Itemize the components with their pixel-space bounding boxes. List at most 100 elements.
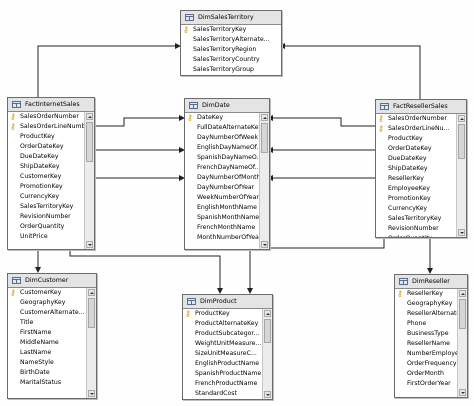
scroll-up-arrow-icon[interactable] [459, 290, 466, 297]
column-row[interactable]: FirstName [8, 328, 87, 338]
column-row[interactable]: PromotionKey [8, 182, 85, 192]
column-row[interactable]: Title [8, 318, 87, 328]
table-fact-reseller-sales[interactable]: FactResellerSales ⚷SalesOrderNumber⚷Sale… [375, 99, 467, 238]
column-row[interactable]: OrderQuantity [376, 234, 457, 237]
column-row[interactable]: FullDateAlternateKey [185, 123, 260, 133]
scroll-thumb[interactable] [459, 299, 466, 329]
column-row[interactable]: DayNumberOfWeek [185, 133, 260, 143]
column-row[interactable]: BusinessType [395, 329, 458, 339]
scrollbar[interactable] [457, 289, 467, 397]
column-row[interactable]: ⚷ResellerKey [395, 289, 458, 299]
column-row[interactable]: SpanishProductName [183, 369, 263, 379]
table-header[interactable]: FactResellerSales [376, 100, 466, 114]
scroll-thumb[interactable] [458, 124, 465, 159]
column-row[interactable]: SizeUnitMeasureC... [183, 349, 263, 359]
scroll-down-arrow-icon[interactable] [458, 229, 465, 236]
table-fact-internet-sales[interactable]: FactInternetSales ⚷SalesOrderNumber⚷Sale… [7, 97, 95, 250]
scroll-up-arrow-icon[interactable] [261, 114, 268, 121]
column-row[interactable]: SpanishDayNameO... [185, 153, 260, 163]
column-row[interactable]: PromotionKey [376, 194, 457, 204]
column-row[interactable]: ShipDateKey [8, 162, 85, 172]
scroll-down-arrow-icon[interactable] [459, 389, 466, 396]
scroll-up-arrow-icon[interactable] [458, 115, 465, 122]
column-row[interactable]: EnglishMonthName [185, 203, 260, 213]
column-row[interactable]: DueDateKey [8, 152, 85, 162]
scroll-thumb[interactable] [264, 319, 271, 343]
column-row[interactable]: LastName [8, 348, 87, 358]
column-row[interactable]: SalesTerritoryRegion [181, 45, 281, 55]
column-row[interactable]: SalesTerritoryKey [376, 214, 457, 224]
table-header[interactable]: DimCustomer [8, 274, 96, 288]
column-row[interactable]: OrderFrequency [395, 359, 458, 369]
column-row[interactable]: SalesTerritoryAlternate... [181, 35, 281, 45]
column-row[interactable]: MaritalStatus [8, 378, 87, 388]
table-header[interactable]: DimReseller [395, 275, 467, 289]
column-row[interactable]: FrenchDayNameOf... [185, 163, 260, 173]
column-row[interactable]: FrenchProductName [183, 379, 263, 389]
column-row[interactable]: ⚷CustomerKey [8, 288, 87, 298]
column-row[interactable]: ShipDateKey [376, 164, 457, 174]
table-header[interactable]: DimSalesTerritory [181, 11, 281, 25]
column-row[interactable]: CurrencyKey [376, 204, 457, 214]
column-row[interactable]: RevisionNumber [376, 224, 457, 234]
column-row[interactable]: EnglishProductName [183, 359, 263, 369]
table-header[interactable]: DimProduct [183, 295, 272, 309]
column-row[interactable]: MonthNumberOfYear [185, 233, 260, 243]
scroll-thumb[interactable] [86, 122, 93, 162]
scrollbar[interactable] [262, 309, 272, 399]
column-row[interactable]: SpanishMonthName [185, 213, 260, 223]
column-row[interactable]: ResellerAlternate... [395, 309, 458, 319]
column-row[interactable]: ResellerKey [376, 174, 457, 184]
column-row[interactable]: UnitPrice [8, 232, 85, 242]
scrollbar[interactable] [456, 114, 466, 237]
column-row[interactable]: SalesTerritoryKey [8, 202, 85, 212]
scrollbar[interactable] [259, 113, 269, 249]
column-row[interactable]: BirthDate [8, 368, 87, 378]
scroll-up-arrow-icon[interactable] [86, 113, 93, 120]
column-row[interactable]: ProductKey [376, 134, 457, 144]
column-row[interactable]: CurrencyKey [8, 192, 85, 202]
column-row[interactable]: OrderDateKey [8, 142, 85, 152]
scrollbar[interactable] [84, 112, 94, 249]
column-row[interactable]: GeographyKey [395, 299, 458, 309]
column-row[interactable]: OrderMonth [395, 369, 458, 379]
column-row[interactable]: ⚷SalesOrderLineNu... [376, 124, 457, 134]
column-row[interactable]: DayNumberOfYear [185, 183, 260, 193]
column-row[interactable]: DueDateKey [376, 154, 457, 164]
column-row[interactable]: ProductSubcategor... [183, 329, 263, 339]
column-row[interactable]: DayNumberOfMonth [185, 173, 260, 183]
column-row[interactable]: EmployeeKey [376, 184, 457, 194]
column-row[interactable]: StandardCost [183, 389, 263, 399]
column-row[interactable]: ⚷ProductKey [183, 309, 263, 319]
column-row[interactable]: WeekNumberOfYear [185, 193, 260, 203]
column-row[interactable]: WeightUnitMeasure... [183, 339, 263, 349]
table-header[interactable]: FactInternetSales [8, 98, 94, 112]
column-row[interactable]: FrenchMonthName [185, 223, 260, 233]
scroll-thumb[interactable] [88, 298, 95, 328]
column-row[interactable]: ProductKey [8, 132, 85, 142]
column-row[interactable]: OrderDateKey [376, 144, 457, 154]
scroll-up-arrow-icon[interactable] [264, 310, 271, 317]
column-row[interactable]: ResellerName [395, 339, 458, 349]
column-row[interactable]: ⚷SalesOrderNumber [8, 112, 85, 122]
column-row[interactable]: EnglishDayNameOf... [185, 143, 260, 153]
column-row[interactable]: NumberEmployees [395, 349, 458, 359]
column-row[interactable]: CustomerKey [8, 172, 85, 182]
scroll-thumb[interactable] [261, 123, 268, 153]
column-row[interactable]: NameStyle [8, 358, 87, 368]
column-row[interactable]: CustomerAlternate... [8, 308, 87, 318]
column-row[interactable]: FirstOrderYear [395, 379, 458, 389]
column-row[interactable]: ⚷SalesOrderNumber [376, 114, 457, 124]
scroll-up-arrow-icon[interactable] [88, 289, 95, 296]
column-row[interactable]: RevisionNumber [8, 212, 85, 222]
column-row[interactable]: SalesTerritoryCountry [181, 55, 281, 65]
column-row[interactable]: Phone [395, 319, 458, 329]
scroll-down-arrow-icon[interactable] [261, 241, 268, 248]
column-row[interactable]: ⚷DateKey [185, 113, 260, 123]
column-row[interactable]: GeographyKey [8, 298, 87, 308]
